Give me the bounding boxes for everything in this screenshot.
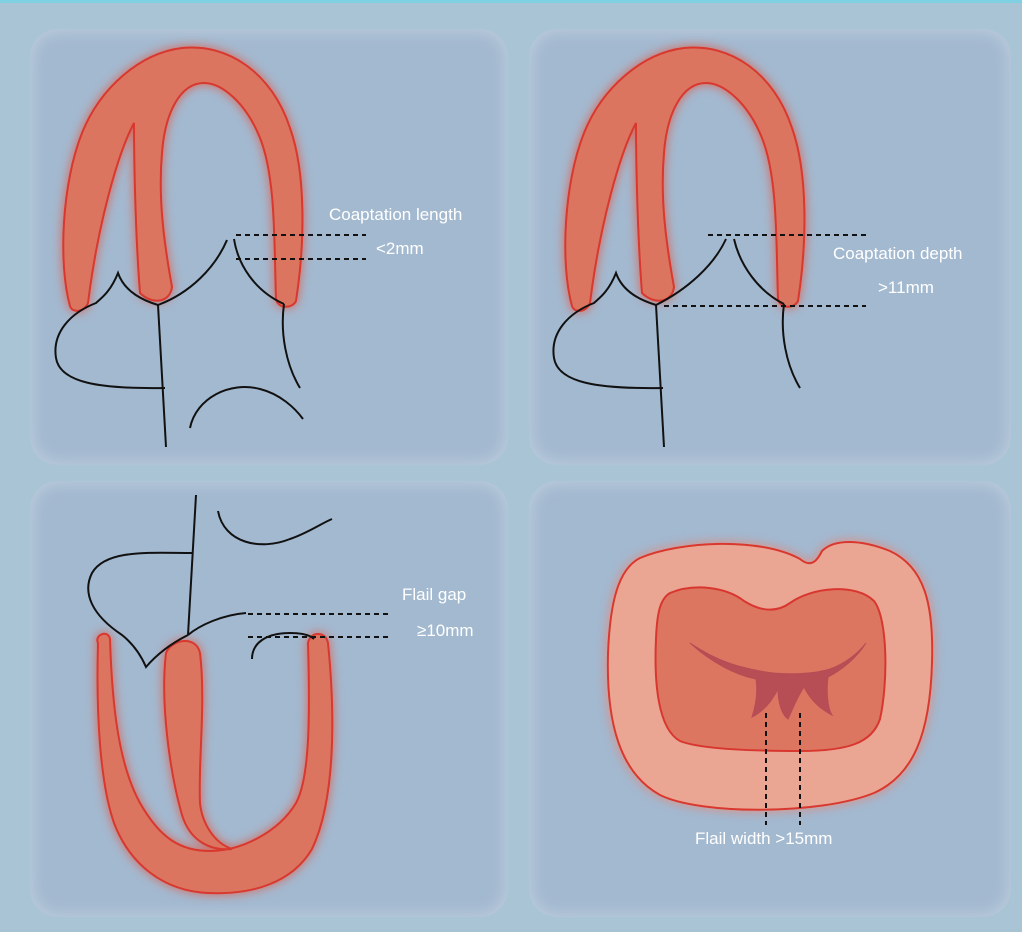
valve-outline	[88, 495, 332, 667]
ventricle-myocardium	[63, 47, 302, 310]
ventricle-myocardium	[97, 634, 332, 893]
diagram-artwork	[0, 3, 1022, 932]
label-flail-gap-threshold: ≥10mm	[417, 621, 474, 641]
heart-long-axis-tl	[55, 47, 366, 447]
label-coaptation-length: Coaptation length	[329, 205, 462, 225]
heart-long-axis-bl	[88, 495, 392, 893]
label-coaptation-length-threshold: <2mm	[376, 239, 424, 259]
label-coaptation-depth: Coaptation depth	[833, 244, 963, 264]
heart-long-axis-tr	[553, 47, 866, 447]
label-flail-width: Flail width >15mm	[695, 829, 832, 849]
annulus-inner	[656, 587, 886, 751]
label-flail-gap: Flail gap	[402, 585, 466, 605]
valve-short-axis	[608, 542, 932, 825]
ventricle-myocardium	[565, 47, 804, 310]
label-coaptation-depth-threshold: >11mm	[878, 278, 934, 298]
